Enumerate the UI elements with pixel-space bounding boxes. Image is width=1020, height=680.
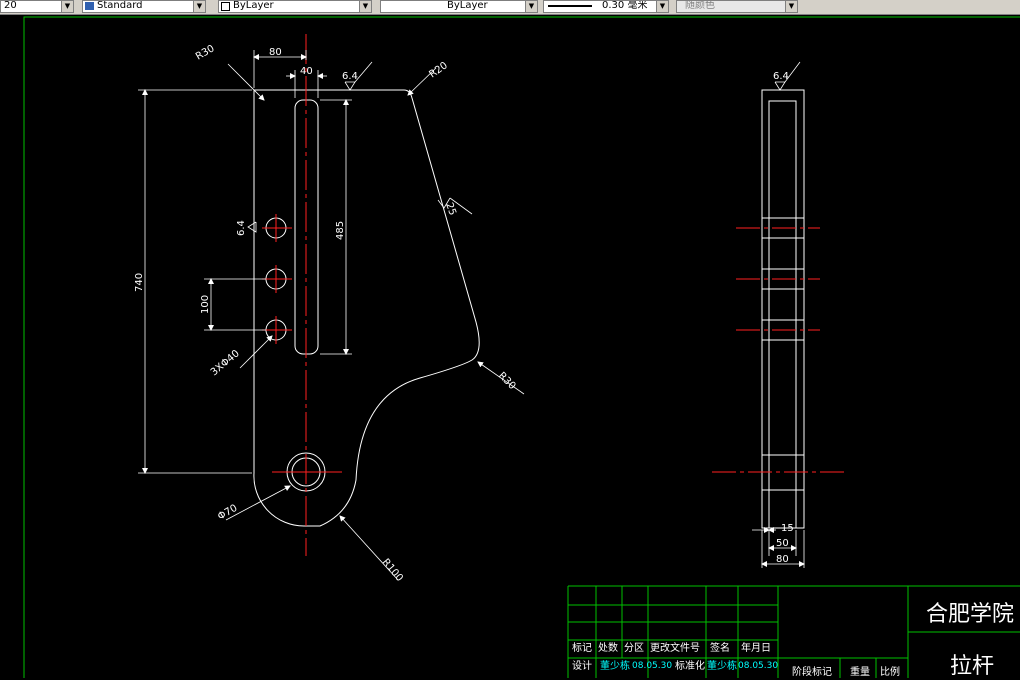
chevron-down-icon[interactable]: ▼: [656, 1, 668, 12]
dim-r100: R100: [380, 557, 405, 584]
school-name: 合肥学院: [926, 602, 1015, 627]
scale-label: 比例: [880, 667, 900, 678]
weight-label: 重量: [850, 667, 870, 678]
stage-label: 阶段标记: [792, 667, 832, 678]
layer-value: 20: [4, 0, 17, 11]
side-dim-15: 15: [781, 523, 794, 534]
side-dimensions: [752, 61, 805, 568]
chevron-down-icon[interactable]: ▼: [61, 1, 73, 12]
chevron-down-icon[interactable]: ▼: [193, 1, 205, 12]
front-centerlines: [262, 34, 342, 556]
front-dim-text: 80 40 R30 R20 6.4 485 740 100 6.4 3XΦ40 …: [134, 43, 518, 584]
plotstyle-value: 随颜色: [685, 0, 715, 11]
plotstyle-combo[interactable]: 随颜色 ▼: [676, 0, 798, 13]
header-date: 年月日: [741, 643, 771, 654]
chevron-down-icon[interactable]: ▼: [525, 1, 537, 12]
header-count: 处数: [598, 643, 618, 654]
dim-100: 100: [200, 295, 211, 314]
dim-r20: R20: [427, 60, 449, 80]
designer-date: 08.05.30: [632, 661, 673, 671]
text-style-icon: [85, 2, 94, 10]
front-view: [253, 89, 480, 527]
dim-485: 485: [335, 221, 346, 240]
chevron-down-icon[interactable]: ▼: [359, 1, 371, 12]
header-change-doc: 更改文件号: [650, 643, 700, 654]
side-outer: [761, 89, 805, 529]
dim-roughness-slope: 25: [443, 201, 458, 217]
header-signature: 签名: [710, 643, 730, 654]
side-dim-80: 80: [776, 554, 789, 565]
color-value: ByLayer: [233, 0, 274, 11]
dim-roughness-left: 6.4: [236, 220, 247, 236]
dim-40: 40: [300, 66, 313, 77]
lineweight-sample-icon: [548, 5, 592, 7]
dim-roughness-top: 6.4: [342, 71, 358, 82]
header-mark: 标记: [572, 643, 592, 654]
textstyle-value: Standard: [97, 0, 143, 11]
dim-holes: 3XΦ40: [209, 348, 242, 378]
side-dim-roughness: 6.4: [773, 71, 789, 82]
side-slot: [768, 100, 797, 529]
side-centerlines: [712, 227, 848, 473]
title-block-grid: [567, 585, 1020, 678]
drawing-canvas[interactable]: 80 40 R30 R20 6.4 485 740 100 6.4 3XΦ40 …: [0, 14, 1020, 678]
side-dim-text: 6.4 15 50 80: [773, 71, 794, 565]
linetype-value: ByLayer: [447, 0, 488, 11]
drawing-frame: [23, 16, 1020, 678]
header-zone: 分区: [624, 643, 644, 654]
designer-name: 董少栋: [600, 661, 630, 672]
standardization-date: 08.05.30: [738, 661, 779, 671]
properties-toolbar: 20 ▼ Standard ▼ ByLayer ▼ ByLayer ▼ 0.30…: [0, 0, 1020, 15]
textstyle-combo[interactable]: Standard ▼: [82, 0, 206, 13]
side-dim-50: 50: [776, 538, 789, 549]
lineweight-value: 0.30 毫米: [602, 0, 648, 11]
dim-740: 740: [134, 273, 145, 292]
chevron-down-icon[interactable]: ▼: [785, 1, 797, 12]
standardization-label: 标准化: [675, 661, 705, 672]
dim-r30-top: R30: [194, 43, 217, 62]
linetype-combo[interactable]: ByLayer ▼: [380, 0, 538, 13]
designer-label: 设计: [572, 661, 592, 672]
color-swatch-icon: [221, 2, 230, 11]
lineweight-combo[interactable]: 0.30 毫米 ▼: [543, 0, 669, 13]
part-name: 拉杆: [950, 654, 995, 679]
dim-80: 80: [269, 47, 282, 58]
dim-r30-mid: R30: [496, 370, 518, 392]
color-combo[interactable]: ByLayer ▼: [218, 0, 372, 13]
part-outline: [253, 89, 480, 527]
side-view: [761, 89, 805, 529]
standardization-name: 董少栋: [707, 661, 737, 672]
dim-dia70: Φ70: [216, 503, 239, 523]
layer-combo[interactable]: 20 ▼: [0, 0, 74, 13]
front-dimensions: [138, 50, 525, 581]
